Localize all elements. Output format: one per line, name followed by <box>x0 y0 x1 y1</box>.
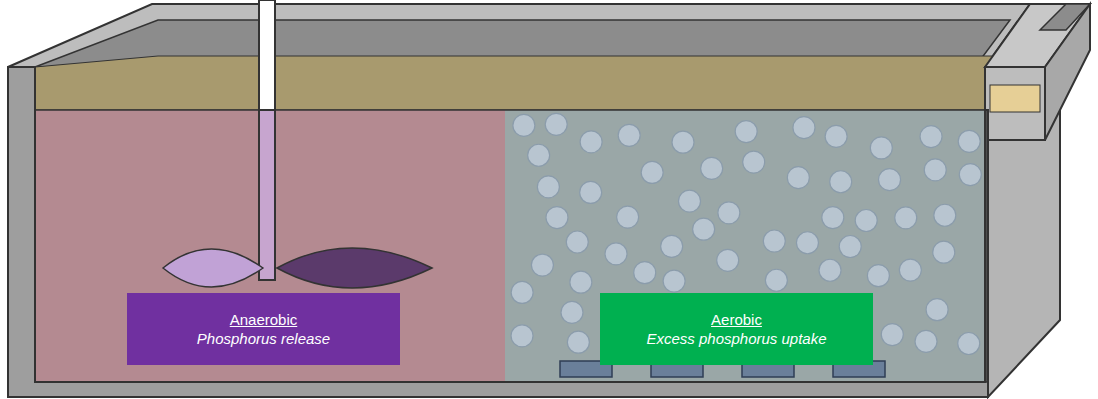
air-bubble <box>934 204 956 226</box>
air-bubble <box>546 207 568 229</box>
air-bubble <box>531 254 553 276</box>
air-bubble <box>513 114 535 136</box>
air-bubble <box>661 235 683 257</box>
air-bubble <box>743 151 765 173</box>
air-bubble <box>511 281 533 303</box>
air-bubble <box>735 121 757 143</box>
air-bubble <box>933 241 955 263</box>
air-bubble <box>830 171 852 193</box>
air-bubble <box>855 210 877 232</box>
air-bubble <box>763 230 785 252</box>
air-bubbles <box>511 113 981 354</box>
channel-liquid <box>990 85 1040 112</box>
air-bubble <box>617 206 639 228</box>
air-bubble <box>926 299 948 321</box>
air-bubble <box>718 202 740 224</box>
mixer-blade <box>163 249 263 287</box>
air-bubble <box>570 271 592 293</box>
wall-edge <box>8 66 35 68</box>
tank-inner-edge <box>35 110 987 382</box>
air-bubble <box>765 269 787 291</box>
air-bubble <box>958 130 980 152</box>
air-bubble <box>511 325 533 347</box>
air-bubble <box>879 169 901 191</box>
air-bubble <box>641 161 663 183</box>
air-bubble <box>561 301 583 323</box>
air-bubble <box>825 125 847 147</box>
aerobic-zone <box>505 110 987 382</box>
air-bubble <box>693 218 715 240</box>
mixer-blade <box>277 248 432 288</box>
tank-front-wall <box>8 67 988 397</box>
zone-label-box: AerobicExcess phosphorus uptake <box>600 293 873 365</box>
air-bubble <box>924 159 946 181</box>
air-bubble <box>717 249 739 271</box>
air-bubble <box>915 330 937 352</box>
channel-side <box>1045 4 1090 140</box>
air-bubble <box>920 126 942 148</box>
air-bubble <box>839 236 861 258</box>
air-bubble <box>580 181 602 203</box>
air-bubble <box>679 190 701 212</box>
air-bubble <box>701 157 723 179</box>
air-bubble <box>618 124 640 146</box>
air-bubble <box>819 259 841 281</box>
air-bubble <box>867 265 889 287</box>
air-bubble <box>895 207 917 229</box>
air-bubble <box>796 232 818 254</box>
mixer-shaft <box>259 0 275 110</box>
air-bubble <box>545 113 567 135</box>
channel-front <box>985 67 1045 140</box>
air-bubble <box>822 207 844 229</box>
zone-description: Phosphorus release <box>197 329 330 348</box>
mixer-shaft-submerged <box>259 110 275 280</box>
anaerobic-zone <box>35 110 505 382</box>
water-surface <box>35 56 1010 110</box>
air-bubble <box>567 331 589 353</box>
air-bubble <box>787 167 809 189</box>
air-bubble <box>672 131 694 153</box>
air-bubble <box>580 131 602 153</box>
air-bubble <box>881 324 903 346</box>
air-bubble <box>537 176 559 198</box>
air-bubble <box>634 262 656 284</box>
zone-heading: Aerobic <box>711 310 762 329</box>
air-bubble <box>663 270 685 292</box>
air-bubble <box>899 259 921 281</box>
air-bubble <box>959 164 981 186</box>
air-bubble <box>528 144 550 166</box>
air-bubble <box>793 117 815 139</box>
zone-heading: Anaerobic <box>230 310 298 329</box>
air-bubble <box>870 137 892 159</box>
air-bubble <box>605 243 627 265</box>
zone-description: Excess phosphorus uptake <box>646 329 826 348</box>
zone-label-box: AnaerobicPhosphorus release <box>127 293 400 365</box>
air-bubble <box>958 332 980 354</box>
air-bubble <box>566 231 588 253</box>
